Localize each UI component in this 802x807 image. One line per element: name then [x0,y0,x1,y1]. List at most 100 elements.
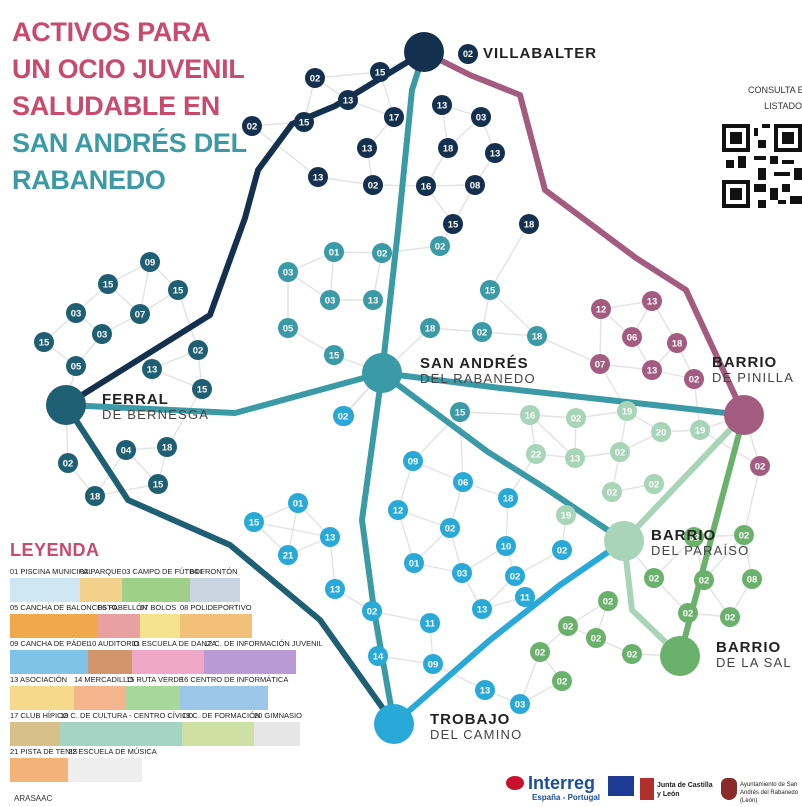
activity-badge[interactable]: 03 [471,107,491,127]
activity-badge[interactable]: 13 [325,579,345,599]
activity-badge[interactable]: 18 [157,437,177,457]
activity-badge[interactable]: 02 [684,369,704,389]
activity-badge[interactable]: 02 [472,322,492,342]
activity-badge[interactable]: 09 [423,654,443,674]
activity-badge[interactable]: 02 [530,642,550,662]
activity-badge[interactable]: 03 [320,290,340,310]
activity-badge[interactable]: 09 [403,451,423,471]
activity-badge[interactable]: 03 [510,694,530,714]
activity-badge[interactable]: 02 [586,628,606,648]
activity-badge[interactable]: 13 [642,291,662,311]
activity-badge[interactable]: 07 [130,304,150,324]
hub-node-paraiso[interactable] [604,521,644,561]
activity-badge[interactable]: 02 [305,68,325,88]
activity-badge[interactable]: 06 [453,472,473,492]
activity-badge[interactable]: 13 [432,95,452,115]
activity-badge[interactable]: 13 [320,527,340,547]
activity-badge[interactable]: 01 [404,553,424,573]
activity-badge[interactable]: 18 [420,318,440,338]
activity-badge[interactable]: 02 [610,442,630,462]
activity-badge[interactable]: 20 [651,422,671,442]
activity-badge[interactable]: 15 [244,512,264,532]
activity-badge[interactable]: 02 [333,406,353,426]
activity-badge[interactable]: 02 [598,591,618,611]
activity-badge[interactable]: 02 [622,644,642,664]
activity-badge[interactable]: 12 [591,299,611,319]
activity-badge[interactable]: 15 [450,402,470,422]
activity-badge[interactable]: 18 [438,138,458,158]
activity-badge[interactable]: 21 [278,545,298,565]
activity-badge[interactable]: 02 [552,540,572,560]
activity-badge[interactable]: 15 [324,345,344,365]
hub-node-sanandres[interactable] [362,353,402,393]
hub-node-villabalter[interactable] [404,32,444,72]
activity-badge[interactable]: 02 [242,116,262,136]
activity-badge[interactable]: 02 [566,408,586,428]
activity-badge[interactable]: 13 [565,448,585,468]
qr-code[interactable] [722,124,802,208]
activity-badge[interactable]: 15 [98,274,118,294]
activity-badge[interactable]: 18 [527,326,547,346]
activity-badge[interactable]: 19 [556,505,576,525]
hub-node-trobajo[interactable] [374,704,414,744]
activity-badge[interactable]: 02 [750,456,770,476]
activity-badge[interactable]: 02 [372,243,392,263]
activity-badge[interactable]: 07 [590,354,610,374]
activity-badge[interactable]: 03 [92,324,112,344]
activity-badge[interactable]: 02 [362,601,382,621]
activity-badge[interactable]: 13 [338,90,358,110]
activity-badge[interactable]: 18 [498,488,518,508]
activity-badge[interactable]: 15 [370,62,390,82]
activity-badge[interactable]: 02 [694,570,714,590]
activity-badge[interactable]: 19 [617,401,637,421]
activity-badge[interactable]: 09 [140,252,160,272]
activity-badge[interactable]: 22 [526,444,546,464]
activity-badge[interactable]: 08 [465,175,485,195]
activity-badge[interactable]: 02 [363,175,383,195]
activity-badge[interactable]: 13 [363,290,383,310]
activity-badge[interactable]: 16 [520,405,540,425]
activity-badge[interactable]: 02 [720,607,740,627]
activity-badge[interactable]: 02 [678,603,698,623]
activity-badge[interactable]: 14 [368,646,388,666]
activity-badge[interactable]: 15 [148,474,168,494]
activity-badge[interactable]: 02 [58,453,78,473]
activity-badge[interactable]: 02 [558,616,578,636]
activity-badge[interactable]: 03 [278,262,298,282]
activity-badge[interactable]: 06 [622,327,642,347]
activity-badge[interactable]: 01 [324,242,344,262]
activity-badge[interactable]: 15 [192,379,212,399]
activity-badge[interactable]: 11 [515,587,535,607]
activity-badge[interactable]: 13 [642,360,662,380]
activity-badge[interactable]: 13 [357,138,377,158]
activity-badge[interactable]: 05 [278,318,298,338]
activity-badge[interactable]: 02 [505,566,525,586]
activity-badge[interactable]: 19 [690,420,710,440]
activity-badge[interactable]: 13 [485,143,505,163]
activity-badge[interactable]: 15 [294,112,314,132]
activity-badge[interactable]: 02 [602,482,622,502]
hub-node-pinilla[interactable] [724,395,764,435]
activity-badge[interactable]: 03 [452,563,472,583]
hub-node-sal[interactable] [660,636,700,676]
activity-badge[interactable]: 01 [288,493,308,513]
activity-badge[interactable]: 02 [734,525,754,545]
activity-badge[interactable]: 15 [34,332,54,352]
activity-badge[interactable]: 03 [66,303,86,323]
activity-badge[interactable]: 02 [188,340,208,360]
hub-node-ferral[interactable] [46,385,86,425]
activity-badge[interactable]: 17 [384,107,404,127]
activity-badge[interactable]: 04 [116,440,136,460]
activity-badge[interactable]: 02 [644,474,664,494]
activity-badge[interactable]: 15 [168,280,188,300]
activity-badge[interactable]: 18 [667,333,687,353]
activity-badge[interactable]: 16 [416,176,436,196]
activity-badge[interactable]: 12 [388,500,408,520]
activity-badge[interactable]: 02 [430,236,450,256]
activity-badge[interactable]: 15 [443,214,463,234]
activity-badge[interactable]: 02 [644,568,664,588]
activity-badge[interactable]: 02 [684,527,704,547]
activity-badge[interactable]: 18 [85,486,105,506]
activity-badge[interactable]: 02 [440,518,460,538]
activity-badge[interactable]: 13 [142,359,162,379]
